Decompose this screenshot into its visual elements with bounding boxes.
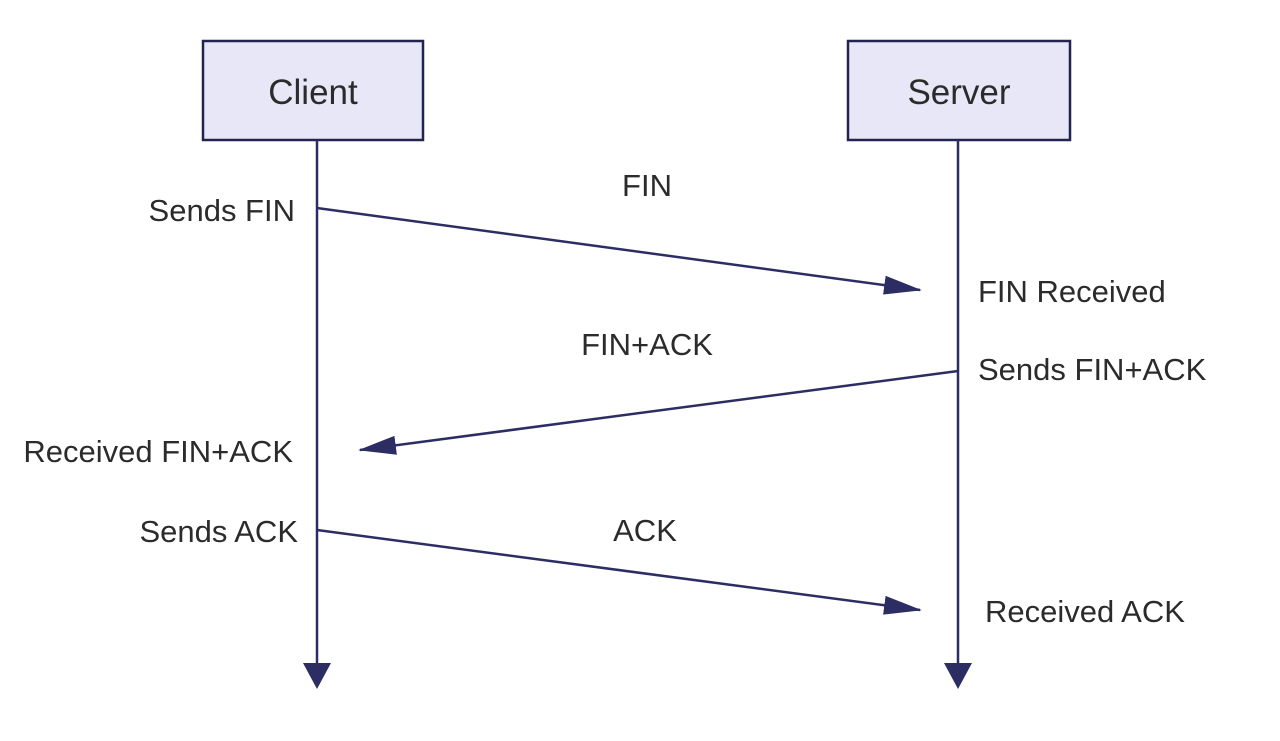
client-actor-box [201, 39, 425, 142]
server-actor-label: Server [907, 73, 1010, 112]
fin-message-label: FIN [622, 168, 672, 203]
fin-ack-message-label: FIN+ACK [581, 327, 713, 362]
fin-received-label: FIN Received [978, 274, 1166, 309]
fin-message-arrow [316, 206, 922, 295]
sends-fin-label: Sends FIN [149, 193, 295, 228]
server-actor-box [846, 39, 1072, 142]
ack-message-arrow [316, 528, 922, 615]
fin-ack-message-arrow [358, 369, 959, 455]
ack-message-label: ACK [613, 513, 677, 548]
received-fin-ack-label: Received FIN+ACK [23, 434, 293, 469]
client-actor-label: Client [268, 73, 358, 112]
sends-ack-label: Sends ACK [139, 514, 298, 549]
sends-fin-ack-label: Sends FIN+ACK [978, 352, 1207, 387]
received-ack-label: Received ACK [985, 594, 1185, 629]
